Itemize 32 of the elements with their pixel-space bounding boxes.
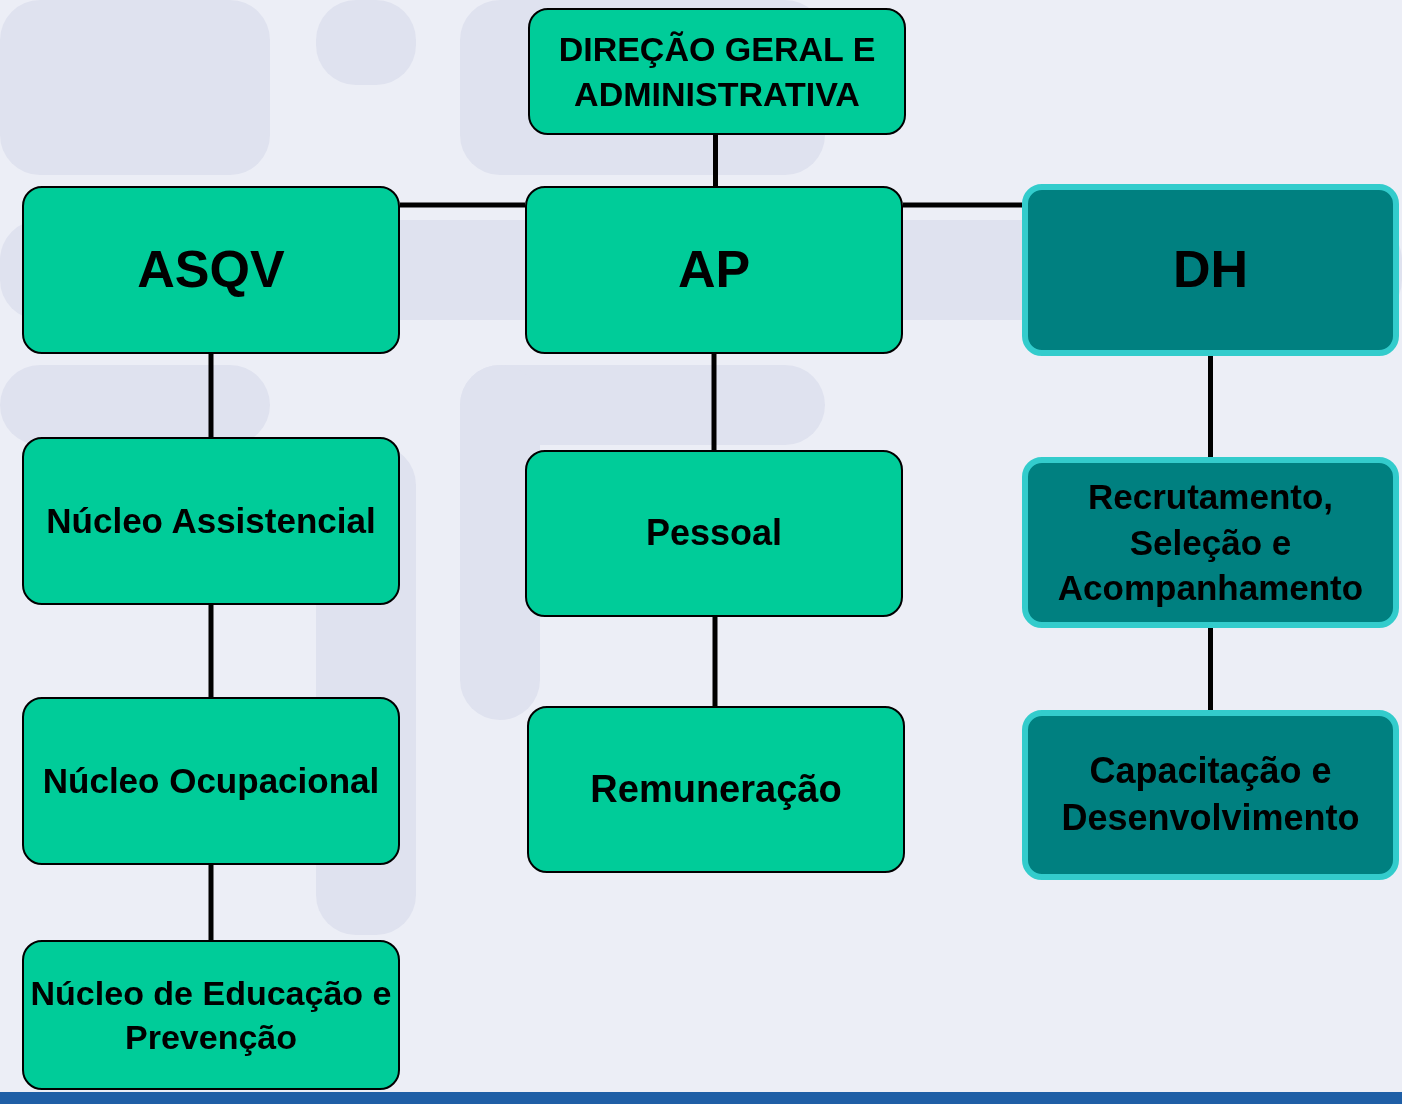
unit-name: Núcleo Ocupacional	[42, 760, 380, 803]
connector-line	[208, 865, 214, 940]
unit-name: Capacitação e Desenvolvimento	[1060, 749, 1361, 840]
connector-line	[712, 617, 718, 706]
unit-name: DH	[1172, 239, 1249, 301]
unit-name: Remuneração	[590, 766, 842, 812]
connector-line	[1208, 628, 1213, 710]
org-unit-box	[1022, 710, 1399, 880]
connector-line	[400, 202, 525, 208]
org-unit-box	[525, 450, 903, 617]
org-unit-box	[22, 437, 400, 605]
unit-name: AP	[677, 239, 751, 301]
org-unit-box	[22, 940, 400, 1090]
unit-name: Núcleo de Educação e Prevenção	[29, 972, 393, 1058]
connector-line	[1208, 356, 1213, 457]
org-unit-box	[22, 697, 400, 865]
org-unit-box	[527, 706, 905, 873]
unit-name: Pessoal	[645, 511, 783, 556]
connector-line	[208, 354, 214, 437]
unit-name: Núcleo Assistencial	[46, 500, 376, 543]
unit-name: DIREÇÃO GERAL E ADMINISTRATIVA	[557, 29, 877, 115]
connector-line	[713, 135, 718, 186]
org-unit-box	[1022, 184, 1399, 356]
connector-line	[903, 202, 1022, 208]
unit-name: Recrutamento, Seleção e Acompanhamento	[1056, 476, 1365, 610]
org-unit-box	[528, 8, 906, 135]
org-unit-box	[1022, 457, 1399, 628]
unit-name: ASQV	[137, 239, 285, 301]
org-unit-box	[22, 186, 400, 354]
connector-line	[711, 354, 717, 450]
org-unit-box	[525, 186, 903, 354]
connector-line	[208, 605, 214, 697]
